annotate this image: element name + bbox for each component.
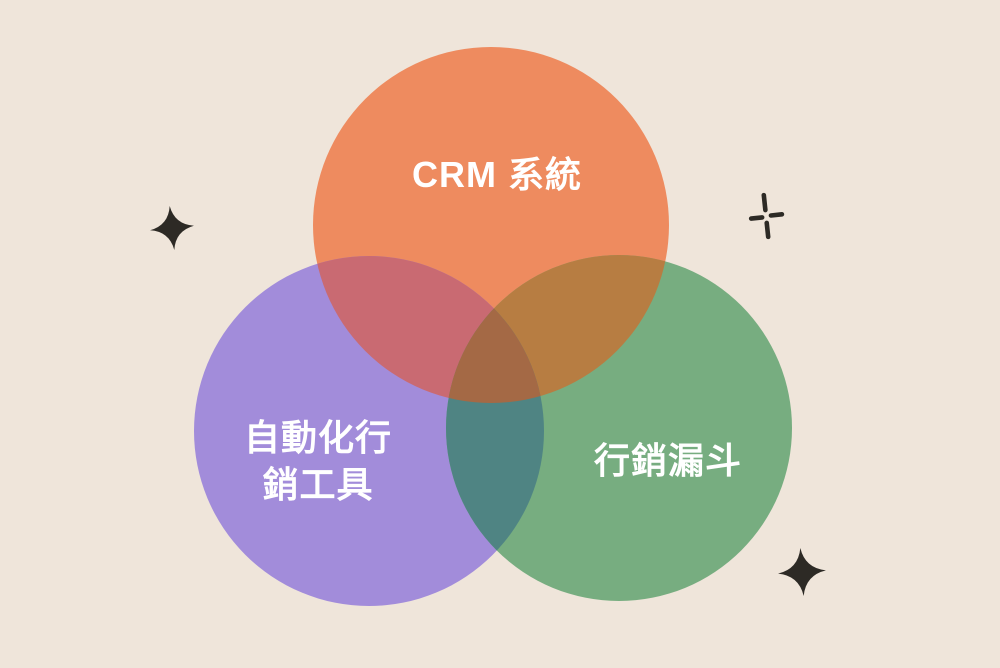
label-marketing-funnel: 行銷漏斗: [594, 440, 742, 481]
crosshair-sparkle-icon: [748, 192, 785, 240]
label-crm-system: CRM 系統: [412, 154, 582, 195]
sparkle-star-icon: [778, 548, 826, 596]
overlap-crm-automation: [313, 256, 544, 403]
crosshair-sparkle-strokes: [748, 192, 785, 240]
label-marketing-automation-line2: 銷工具: [262, 464, 373, 505]
sparkle-star-icon: [150, 206, 194, 250]
overlap-crm-funnel: [446, 255, 669, 403]
label-marketing-automation-line1: 自動化行: [244, 417, 392, 458]
